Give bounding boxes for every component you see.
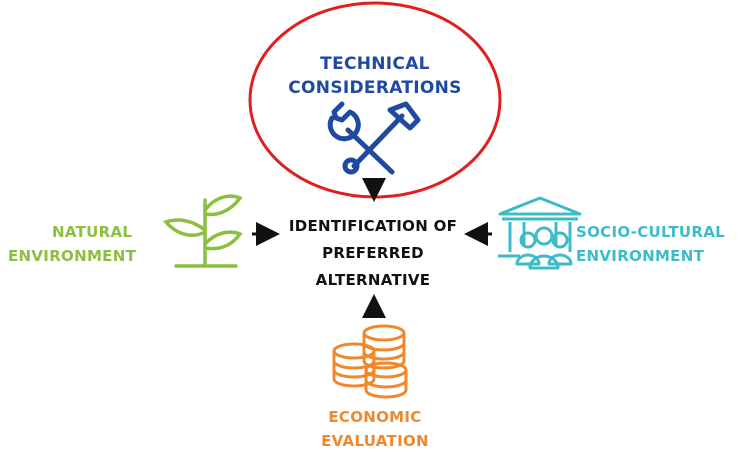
building-people-icon: [498, 196, 582, 270]
socio-cultural-environment-label: SOCIO-CULTURAL ENVIRONMENT: [576, 220, 744, 268]
natural-environment-label: NATURAL ENVIRONMENT: [8, 220, 158, 268]
coins-icon: [332, 324, 408, 399]
technical-considerations-label: TECHNICAL CONSIDERATIONS: [270, 52, 480, 100]
natural-line2: ENVIRONMENT: [8, 247, 137, 265]
socio-line1: SOCIO-CULTURAL: [576, 223, 725, 241]
socio-line2: ENVIRONMENT: [576, 247, 705, 265]
economic-line2: EVALUATION: [321, 432, 429, 450]
center-line2: PREFERRED: [322, 244, 424, 262]
sprout-icon: [162, 194, 243, 268]
technical-line2: CONSIDERATIONS: [288, 78, 462, 98]
center-line3: ALTERNATIVE: [315, 271, 431, 289]
natural-line1: NATURAL: [52, 223, 133, 241]
technical-line1: TECHNICAL: [320, 54, 430, 74]
highlight-circle: [248, 1, 502, 199]
wrench-hammer-icon: [327, 101, 421, 175]
center-line1: IDENTIFICATION OF: [288, 217, 458, 235]
economic-evaluation-label: ECONOMIC EVALUATION: [290, 405, 460, 453]
preferred-alternative-label: IDENTIFICATION OF PREFERRED ALTERNATIVE: [278, 213, 468, 294]
economic-line1: ECONOMIC: [328, 408, 422, 426]
